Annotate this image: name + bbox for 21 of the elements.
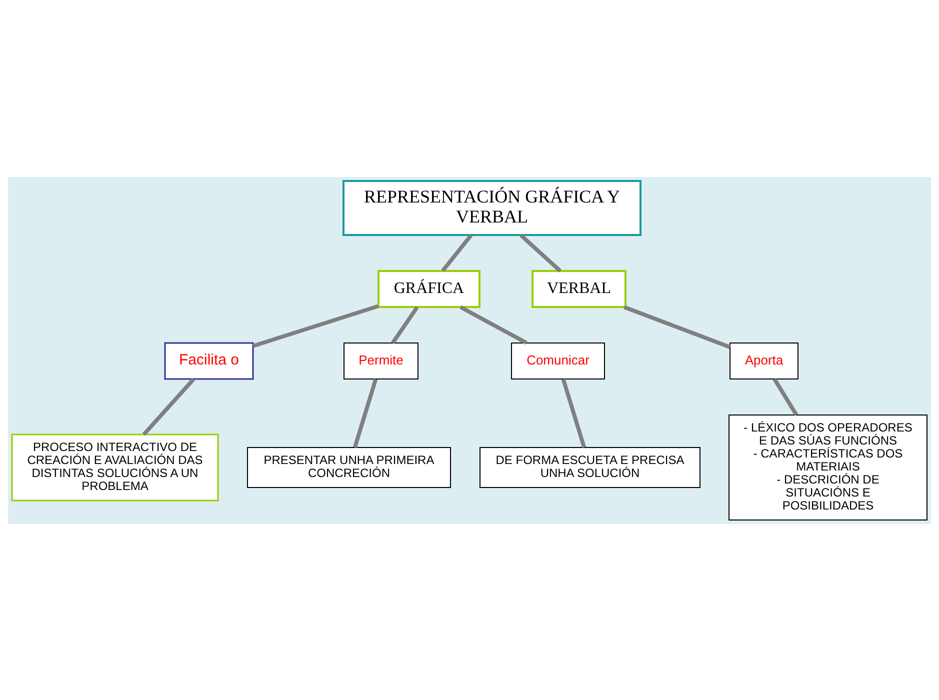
connector [391,306,419,344]
node-box: Facilita o [164,342,254,380]
connector [624,304,731,348]
node-box: VERBAL [532,270,626,308]
node-box: - LÉXICO DOS OPERADORES E DAS SÚAS FUNCIÓNS - CARACTERÍSTICAS DOS MATERIAIS - DESCRICIÓN DE SITUACIÓNS E POSIBILIDADES [728,414,928,520]
connector [460,304,528,344]
node-box: REPRESENTACIÓN GRÁFICA Y VERBAL [342,180,642,236]
connector [252,304,379,348]
node-box: GRÁFICA [378,270,480,308]
connector [142,377,195,436]
connector [561,378,586,448]
node-box: Aporta [730,342,798,379]
node-box: Comunicar [511,342,605,379]
connector [772,378,798,416]
connector [520,233,562,272]
connector [352,378,378,448]
connector [441,234,473,272]
node-box: PROCESO INTERACTIVO DE CREACIÓN E AVALIACIÓN DAS DISTINTAS SOLUCIÓNS A UN PROBLEMA [11,433,219,501]
node-box: Permite [344,342,418,379]
node-box: DE FORMA ESCUETA E PRECISA UNHA SOLUCIÓN [480,446,700,488]
node-box: PRESENTAR UNHA PRIMEIRA CONCRECIÓN [247,446,451,488]
